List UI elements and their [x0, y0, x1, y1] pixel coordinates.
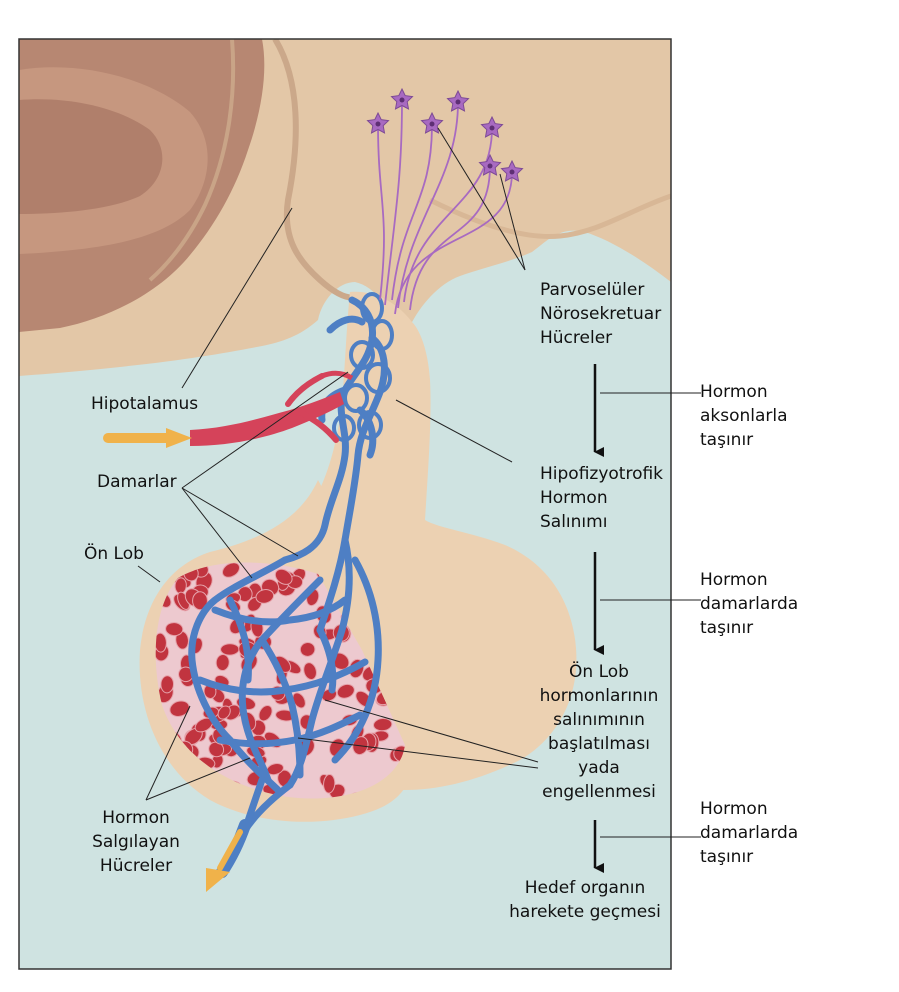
hormone-cell: [303, 662, 317, 681]
hormone-cell: [299, 641, 316, 657]
label-hypothalamus: Hipotalamus: [91, 394, 199, 414]
hormone-cell: [220, 643, 240, 656]
neuron-nucleus: [375, 121, 381, 127]
axon: [377, 123, 385, 301]
axon: [394, 171, 513, 315]
axon: [409, 165, 491, 311]
leader-cells-2: [145, 757, 251, 801]
vessel-network: [188, 296, 388, 834]
hormone-cell: [165, 622, 184, 637]
hormone-cell: [336, 683, 355, 699]
hormone-cell: [192, 591, 208, 611]
hormone-cell: [169, 700, 190, 717]
axon: [384, 99, 403, 306]
artery-branch-loop: [321, 370, 354, 381]
neuron-nucleus: [489, 125, 495, 131]
neuron-nucleus: [455, 99, 461, 105]
hormone-cell: [217, 705, 231, 720]
brain-sulcus: [148, 39, 236, 282]
neuron-nucleus: [487, 163, 493, 169]
transport-vessels-1: Hormon damarlarda taşınır: [700, 570, 799, 638]
neuron-nucleus: [429, 121, 435, 127]
diagram-frame: [18, 38, 672, 970]
hormone-cell: [237, 586, 253, 603]
hormone-cell: [258, 704, 273, 722]
portal-vein-out: [216, 819, 251, 878]
transport-axons: Hormon aksonlarla taşınır: [700, 382, 788, 450]
axon: [397, 101, 459, 309]
hormone-cell: [255, 589, 275, 604]
leader-vessels-2: [181, 487, 299, 557]
orange-arrow-icon: [206, 829, 243, 892]
hormone-cell: [215, 654, 230, 671]
leader-parvo-1: [437, 127, 526, 271]
leader-vessels-3: [181, 487, 253, 579]
leader-release-2: [297, 737, 539, 769]
neuron-nucleus: [509, 169, 515, 175]
label-hormone-cells: Hormon Salgılayan Hücreler: [92, 808, 180, 876]
hypophyseal-artery: [190, 392, 344, 446]
leader-cells-1: [145, 705, 191, 801]
hormone-cell: [274, 568, 293, 585]
step-hypophysiotropic: Hipofizyotrofik Hormon Salınımı: [540, 464, 664, 532]
leader-hypothalamus: [181, 207, 293, 389]
artery-branch: [285, 373, 339, 443]
neuron-nucleus: [399, 97, 405, 103]
hormone-cell: [160, 675, 175, 694]
hormone-cell: [155, 632, 167, 653]
tissue-ridge: [428, 193, 671, 240]
hormone-cell: [373, 717, 393, 732]
hypothalamus-ridge: [272, 39, 362, 301]
label-anterior-lobe: Ön Lob: [84, 544, 144, 564]
step-anterior-release: Ön Lob hormonlarının salınımının başlatı…: [539, 662, 659, 802]
hormone-cell: [393, 745, 405, 762]
leader-vessels-1: [181, 371, 349, 489]
leader-lines: [137, 127, 701, 838]
step-target-organ: Hedef organın harekete geçmesi: [509, 878, 661, 922]
neurosecretory-neurons: [366, 87, 524, 315]
hormone-cell: [221, 562, 241, 578]
leader-parvo-2: [499, 173, 526, 271]
leader-anterior-lobe: [137, 565, 161, 583]
label-vessels: Damarlar: [97, 472, 177, 492]
brain-fold-core: [19, 99, 163, 214]
transport-vessels-2: Hormon damarlarda taşınır: [700, 799, 799, 867]
axon: [391, 123, 433, 301]
leader-release-1: [324, 699, 539, 763]
step-parvocellular: Parvoselüler Nörosekretuar Hücreler: [540, 280, 662, 348]
hormone-cell: [323, 774, 336, 794]
capillary-loops: [332, 292, 394, 442]
leader-hypophysiotropic: [395, 399, 513, 463]
orange-arrow-icon: [103, 428, 192, 448]
